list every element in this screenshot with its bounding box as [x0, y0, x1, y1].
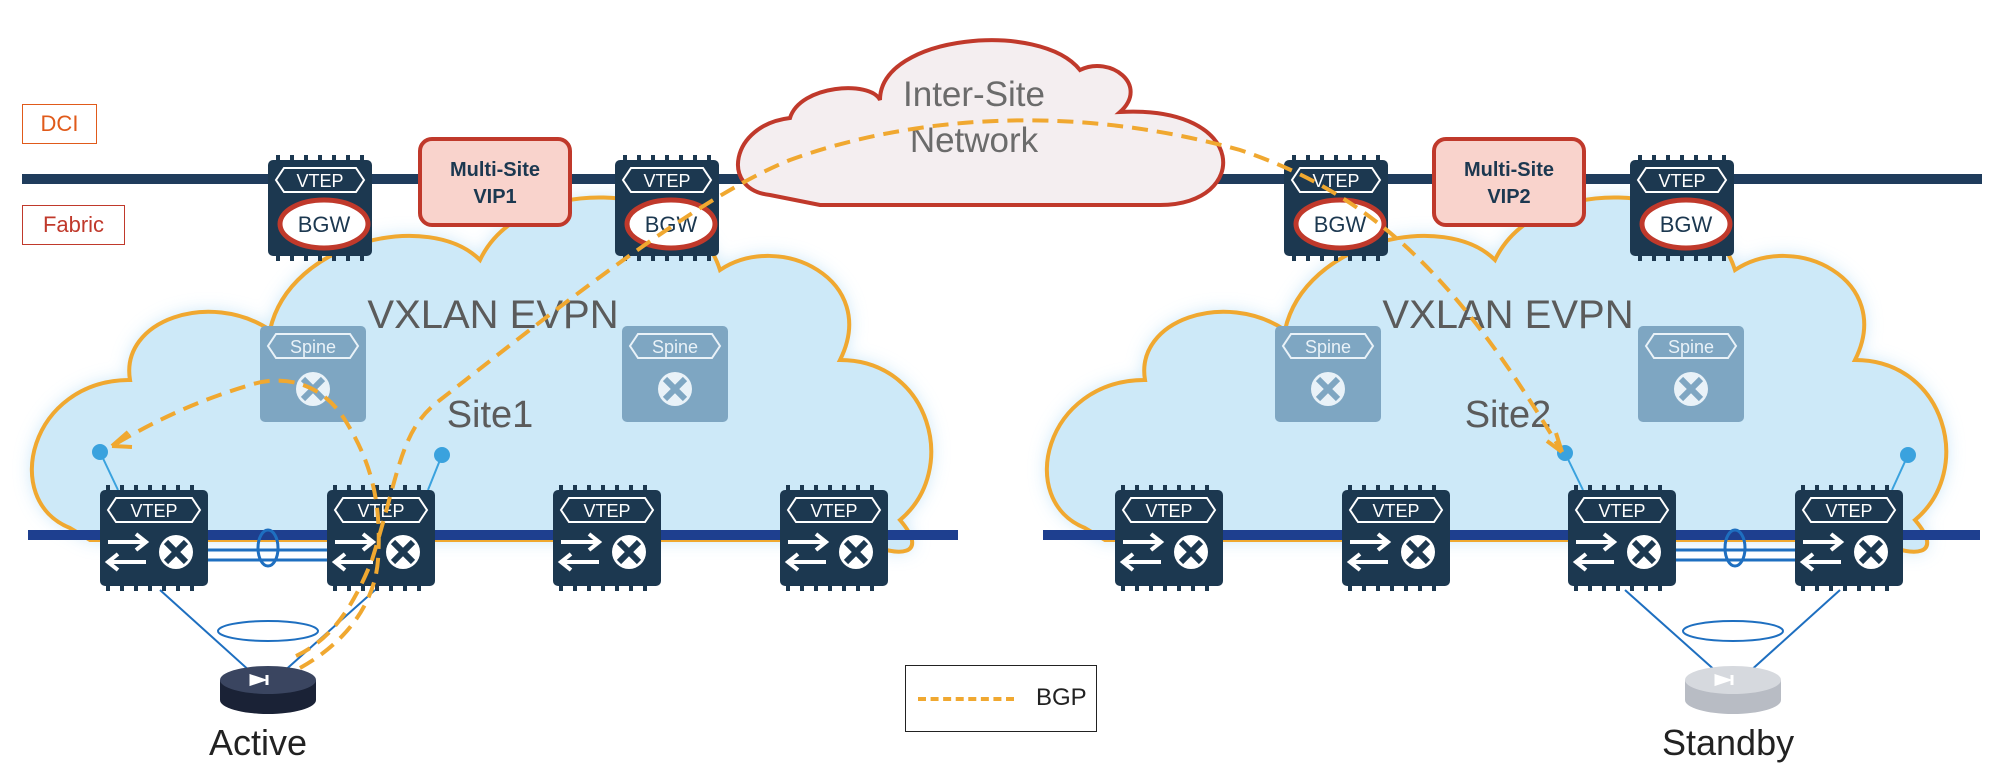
multisite-vip2: Multi-Site VIP2 — [1432, 137, 1586, 227]
spine-label: Spine — [652, 337, 698, 357]
site1-leaf-3: VTEP — [553, 485, 661, 591]
vtep-label: VTEP — [810, 501, 857, 521]
site2-leaf-3: VTEP — [1568, 485, 1676, 591]
port-channel-ring — [217, 620, 319, 642]
multisite-vip1: Multi-Site VIP1 — [418, 137, 572, 227]
site1-fabric-line — [28, 530, 958, 540]
legend-bgp-label: BGP — [1036, 684, 1087, 711]
site1-leaf-2: VTEP — [327, 485, 435, 591]
site2-vxlan-evpn-label: VXLAN EVPN — [1382, 293, 1633, 337]
site2-fabric-cloud — [1044, 195, 1949, 554]
vip1-label-line2: VIP1 — [473, 186, 516, 208]
site2-fabric-line — [1043, 530, 1980, 540]
legend-bgp-swatch — [918, 697, 1014, 701]
endpoint-stubs — [92, 444, 1916, 491]
bgw-label: BGW — [1314, 212, 1367, 237]
port-channel-ring — [1682, 620, 1784, 642]
bgp-arrowhead-site2 — [1545, 432, 1564, 454]
inter-site-label-line2: Network — [910, 121, 1039, 160]
vtep-label: VTEP — [1825, 501, 1872, 521]
bgw-label: BGW — [1660, 212, 1713, 237]
site2-spine-1: Spine — [1275, 326, 1381, 422]
standby-host-router — [1685, 666, 1781, 714]
site2-leaf-1: VTEP — [1115, 485, 1223, 591]
legend: BGP — [905, 665, 1097, 732]
site1-spine-1: Spine — [260, 326, 366, 422]
vpc-oval — [1723, 528, 1747, 568]
vtep-label: VTEP — [1145, 501, 1192, 521]
bgp-sessions — [110, 118, 1564, 670]
vtep-label: VTEP — [357, 501, 404, 521]
bgw-label: BGW — [298, 212, 351, 237]
site2-spine-2: Spine — [1638, 326, 1744, 422]
site1-leaf-4: VTEP — [780, 485, 888, 591]
inter-site-label-line1: Inter-Site — [903, 75, 1045, 114]
site2-label: Site2 — [1465, 394, 1552, 436]
endpoint-dot — [434, 447, 450, 463]
endpoint-dot — [1900, 447, 1916, 463]
bgp-path-to-site2 — [295, 118, 1564, 658]
inter-site-cloud: Inter-Site Network — [735, 38, 1226, 207]
spine-label: Spine — [1668, 337, 1714, 357]
spine-label: Spine — [290, 337, 336, 357]
bgp-arrowhead-local — [110, 430, 133, 449]
vtep-label: VTEP — [643, 171, 690, 191]
vpc-peer-links — [208, 528, 1795, 568]
site2-bgw-2: VTEP BGW — [1630, 155, 1734, 261]
vip2-label-line1: Multi-Site — [1464, 159, 1554, 181]
vtep-label: VTEP — [1372, 501, 1419, 521]
site1-fabric-cloud — [29, 195, 934, 554]
dci-tag: DCI — [22, 104, 97, 144]
vip1-label-line1: Multi-Site — [450, 159, 540, 181]
fabric-tag: Fabric — [22, 205, 125, 245]
site1-bgw-2: VTEP BGW — [615, 155, 719, 261]
vtep-label: VTEP — [296, 171, 343, 191]
active-host-router — [220, 666, 316, 714]
vip2-label-line2: VIP2 — [1487, 186, 1530, 208]
vtep-label: VTEP — [1598, 501, 1645, 521]
site1-bgw-1: VTEP BGW — [268, 155, 372, 261]
spine-label: Spine — [1305, 337, 1351, 357]
endpoint-dot — [92, 444, 108, 460]
site1-label: Site1 — [447, 394, 534, 436]
site1-leaf-1: VTEP — [100, 485, 208, 591]
vtep-label: VTEP — [1312, 171, 1359, 191]
active-label: Active — [209, 722, 308, 763]
vpc-oval — [256, 528, 280, 568]
site2-bgw-1: VTEP BGW — [1284, 155, 1388, 261]
site1-vxlan-evpn-label: VXLAN EVPN — [367, 293, 618, 337]
vtep-label: VTEP — [583, 501, 630, 521]
site2-leaf-2: VTEP — [1342, 485, 1450, 591]
site1-spine-2: Spine — [622, 326, 728, 422]
bgp-path-local — [110, 378, 381, 670]
vtep-label: VTEP — [130, 501, 177, 521]
standby-label: Standby — [1662, 722, 1795, 763]
vtep-label: VTEP — [1658, 171, 1705, 191]
site2-leaf-4: VTEP — [1795, 485, 1903, 591]
